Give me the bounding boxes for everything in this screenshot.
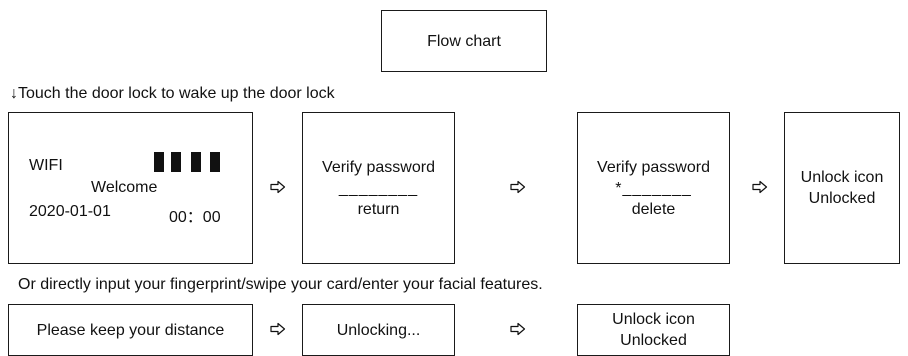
screen-verify-password-entering: Verify password *_______ delete xyxy=(577,112,730,264)
unlocking-box: Unlocking... xyxy=(302,304,455,356)
right-hollow-arrow-icon xyxy=(270,322,286,336)
right-hollow-arrow-icon xyxy=(270,180,286,194)
verify-password-label: Verify password xyxy=(322,158,435,176)
keep-distance-label: Please keep your distance xyxy=(36,321,225,339)
screen-verify-password-empty: Verify password ________ return xyxy=(302,112,455,264)
unlocked-box: Unlock icon Unlocked xyxy=(577,304,730,356)
unlocking-label: Unlocking... xyxy=(336,321,421,339)
return-label: return xyxy=(357,200,400,218)
wifi-label: WIFI xyxy=(29,157,63,174)
password-input-placeholder: ________ xyxy=(338,179,419,197)
direct-input-caption: Or directly input your fingerprint/swipe… xyxy=(18,276,543,293)
time-text: 00：00 xyxy=(169,209,221,226)
date-text: 2020-01-01 xyxy=(29,203,111,220)
signal-bar-1 xyxy=(154,152,164,172)
keep-distance-box: Please keep your distance xyxy=(8,304,253,356)
wake-up-caption: ↓Touch the door lock to wake up the door… xyxy=(10,85,335,103)
screen-idle: WIFI Welcome 2020-01-01 00：00 xyxy=(8,112,253,264)
flow-chart-title: Flow chart xyxy=(427,32,501,50)
signal-bar-2 xyxy=(171,152,181,172)
unlock-icon-label: Unlock icon xyxy=(800,169,884,186)
right-hollow-arrow-icon xyxy=(510,180,526,194)
signal-bar-3 xyxy=(191,152,201,172)
signal-bar-4 xyxy=(210,152,220,172)
screen-unlocked: Unlock icon Unlocked xyxy=(784,112,900,264)
unlock-icon-label: Unlock icon xyxy=(612,311,695,328)
unlocked-label: Unlocked xyxy=(620,332,687,349)
welcome-text: Welcome xyxy=(91,179,158,196)
wake-up-caption-text: Touch the door lock to wake up the door … xyxy=(18,85,335,102)
verify-password-label: Verify password xyxy=(597,158,710,176)
right-hollow-arrow-icon xyxy=(752,180,768,194)
unlocked-label: Unlocked xyxy=(808,190,876,207)
flow-chart-title-box: Flow chart xyxy=(381,10,547,72)
password-input-partial: *_______ xyxy=(615,179,692,197)
delete-label: delete xyxy=(631,200,676,218)
right-hollow-arrow-icon xyxy=(510,322,526,336)
down-arrow-icon: ↓ xyxy=(10,85,18,102)
